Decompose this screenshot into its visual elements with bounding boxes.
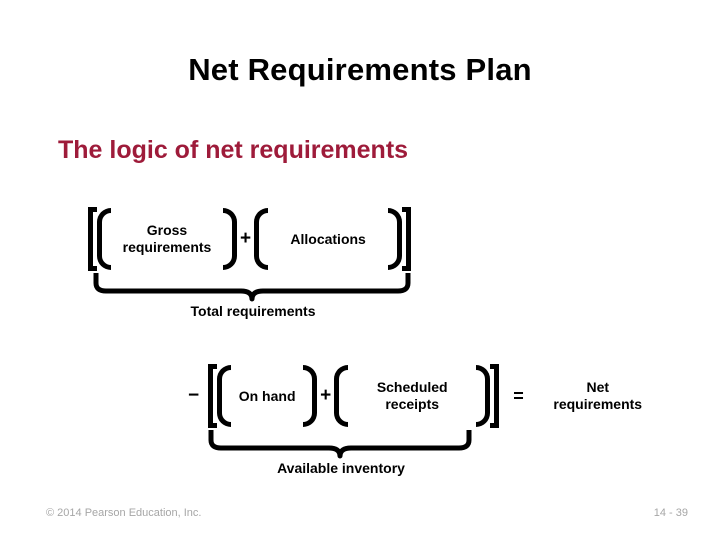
open-paren-icon (334, 365, 349, 427)
net-requirements-result: Net requirements (534, 379, 662, 412)
open-paren-icon (217, 365, 232, 427)
available-inventory-row: − On hand + Scheduled receipts = Net req… (185, 362, 662, 430)
open-square-bracket-icon (208, 364, 218, 428)
total-requirements-caption: Total requirements (190, 303, 316, 319)
close-paren-icon (476, 365, 491, 427)
scheduled-receipts-line2: receipts (385, 396, 440, 412)
total-requirements-row: Gross requirements + Allocations (88, 205, 412, 273)
slide-subtitle: The logic of net requirements (58, 136, 409, 164)
available-inventory-caption: Available inventory (277, 460, 405, 476)
close-square-bracket-icon (402, 207, 412, 271)
close-paren-icon (223, 208, 237, 270)
scheduled-receipts-term: Scheduled receipts (348, 365, 476, 427)
under-brace-icon (208, 430, 472, 459)
net-requirements-line1: Net (586, 379, 610, 396)
on-hand-term: On hand (231, 365, 303, 427)
footer-copyright: © 2014 Pearson Education, Inc. (46, 507, 202, 519)
plus-operator: + (240, 228, 252, 249)
available-inventory-brace: Available inventory (208, 429, 472, 476)
on-hand-label: On hand (238, 387, 296, 404)
plus-operator: + (320, 385, 332, 406)
close-paren-icon (303, 365, 318, 427)
scheduled-receipts-line1: Scheduled (376, 379, 448, 396)
close-square-bracket-icon (490, 364, 500, 428)
allocations-label: Allocations (290, 230, 366, 247)
page-title: Net Requirements Plan (188, 52, 532, 87)
minus-operator: − (188, 385, 200, 406)
footer-page-number: 14 - 39 (653, 507, 688, 519)
under-brace-icon (93, 273, 411, 302)
equals-operator: = (513, 385, 524, 406)
gross-requirements-line1: Gross (146, 222, 188, 239)
allocations-term: Allocations (268, 208, 388, 270)
open-paren-icon (97, 208, 111, 270)
total-requirements-brace: Total requirements (93, 272, 411, 319)
gross-requirements-term: Gross requirements (111, 208, 223, 270)
net-requirements-line2: requirements (553, 396, 643, 412)
gross-requirements-line2: requirements (122, 239, 212, 255)
open-square-bracket-icon (88, 207, 97, 271)
close-paren-icon (388, 208, 403, 270)
open-paren-icon (254, 208, 269, 270)
